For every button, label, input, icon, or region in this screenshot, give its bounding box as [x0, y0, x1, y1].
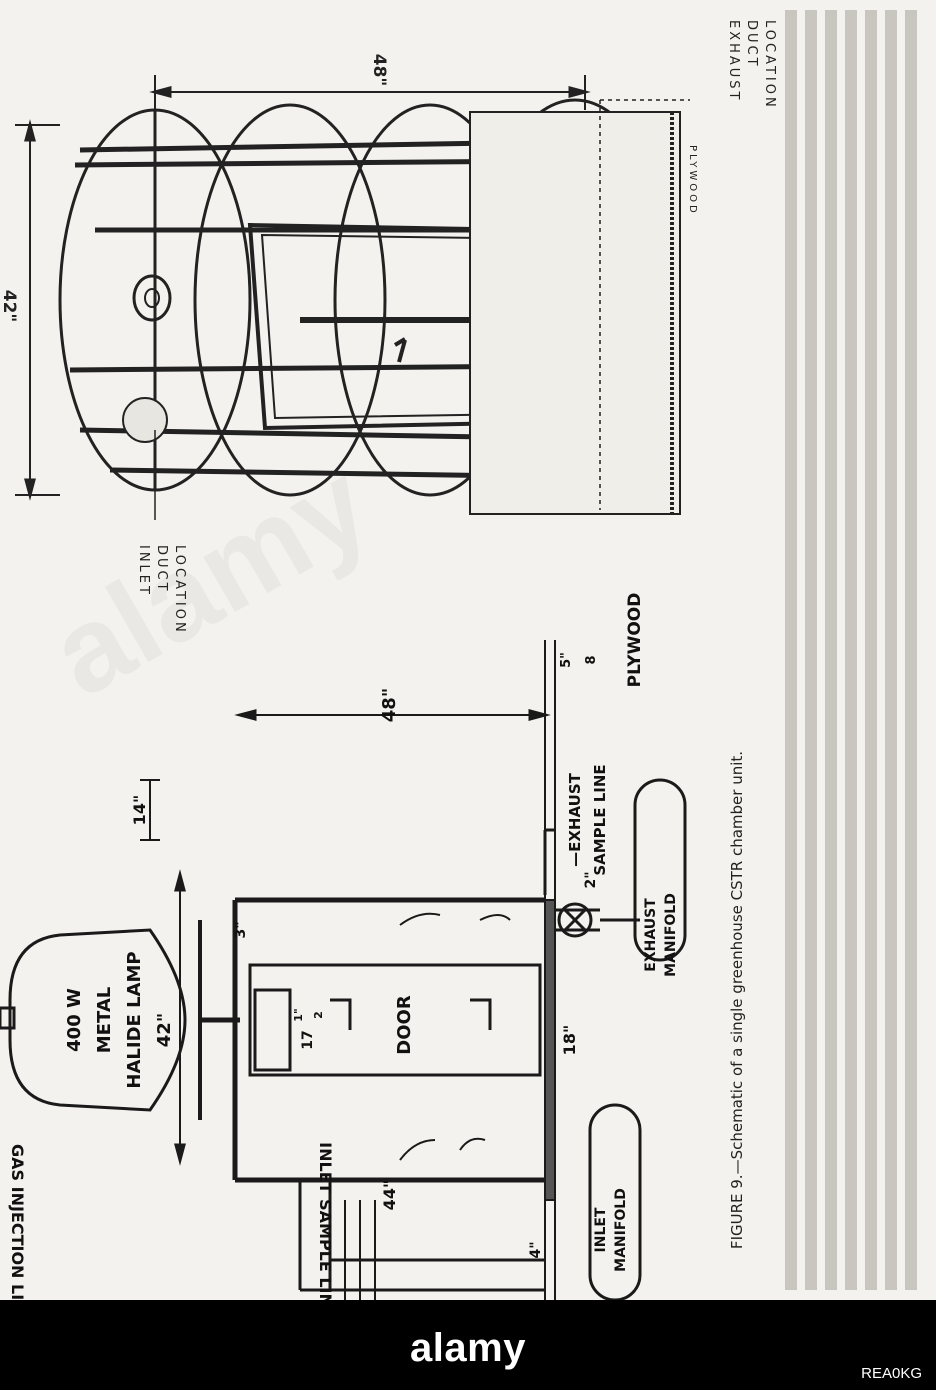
- right-labels: 48" 42" INLET DUCT LOCATION PLYWOOD EXHA…: [0, 20, 777, 635]
- watermark-bar: alamyalamy REA0KG: [0, 1300, 936, 1390]
- dim-2: 2": [583, 871, 599, 888]
- chamber-outline: [232, 897, 545, 1183]
- inlet-duct-l2: DUCT: [154, 545, 169, 594]
- left-labels: 400 W METAL HALIDE LAMP 42" 14" 48" 44" …: [8, 593, 679, 1300]
- exhaust-duct-l2: DUCT: [744, 20, 759, 69]
- inlet-sample-pipe: [298, 1180, 545, 1292]
- exhaust-duct-l1: EXHAUST: [726, 20, 741, 103]
- dim-4: 4": [528, 1241, 544, 1258]
- dim-3: 3": [233, 921, 249, 938]
- gas-injection-label: GAS INJECTION LINES: [8, 1144, 27, 1300]
- scanned-page: alamy: [0, 0, 936, 1300]
- airflow-arrows: [399, 912, 511, 1161]
- dim-44: 44": [380, 1180, 399, 1211]
- dim-17-den: 2: [312, 1011, 325, 1019]
- exhaust-manifold: [555, 778, 687, 962]
- exhaust-sample-l2: SAMPLE LINE: [591, 764, 609, 875]
- exhaust-manifold-l1: EXHAUST: [643, 898, 659, 972]
- hub: [132, 274, 172, 322]
- halide-lamp: [0, 928, 187, 1112]
- dim-18: 18": [560, 1025, 579, 1056]
- inlet-sample-label: INLET SAMPLE LINE: [316, 1142, 335, 1300]
- dim-48-top: [149, 75, 591, 110]
- plywood-label: PLYWOOD: [625, 593, 645, 688]
- exhaust-manifold-l2: MANIFOLD: [663, 893, 679, 977]
- inlet-duct: [122, 397, 168, 443]
- dim-42-left: [15, 119, 60, 501]
- door-frame: [248, 963, 542, 1077]
- gas-injection-lines: [344, 1200, 376, 1300]
- dim-17: 17: [300, 1030, 316, 1049]
- plywood-base: [469, 111, 681, 515]
- inlet-manifold-l2: MANIFOLD: [613, 1188, 629, 1272]
- inlet-manifold-l1: INLET: [593, 1207, 609, 1252]
- dim-17-frac: 1": [292, 1008, 305, 1021]
- lamp-l2: METAL: [94, 987, 115, 1054]
- dim-48: 48": [379, 688, 400, 722]
- exhaust-sample-l1: —EXHAUST: [566, 772, 584, 866]
- dim-5-den: 8: [584, 655, 599, 664]
- lamp-l1: 400 W: [64, 988, 85, 1052]
- dim-5: 5": [559, 652, 574, 668]
- door-label: DOOR: [394, 995, 415, 1055]
- right-dim-48: 48": [369, 54, 389, 87]
- figure-caption: FIGURE 9.—Schematic of a single greenhou…: [728, 751, 746, 1249]
- inlet-manifold: [588, 1103, 642, 1300]
- image-id: REA0KG: [861, 1365, 922, 1382]
- plywood-floor: [544, 899, 556, 1201]
- door-handles: [330, 998, 492, 1030]
- exhaust-duct-l3: LOCATION: [762, 20, 777, 110]
- dim-42: 42": [154, 1013, 175, 1047]
- plywood-right: PLYWOOD: [687, 145, 698, 216]
- inlet-duct-l3: LOCATION: [172, 545, 187, 635]
- body-text-column: [785, 10, 917, 1290]
- inlet-duct-l1: INLET: [136, 545, 151, 597]
- right-dim-42: 42": [0, 290, 19, 323]
- watermark-logo: alamyalamy: [410, 1326, 526, 1370]
- dim-14: 14": [130, 795, 149, 826]
- hoop-2: [193, 103, 387, 497]
- lamp-l3: HALIDE LAMP: [124, 951, 145, 1088]
- diagram-canvas: 48" 42" INLET DUCT LOCATION PLYWOOD EXHA…: [0, 10, 917, 1300]
